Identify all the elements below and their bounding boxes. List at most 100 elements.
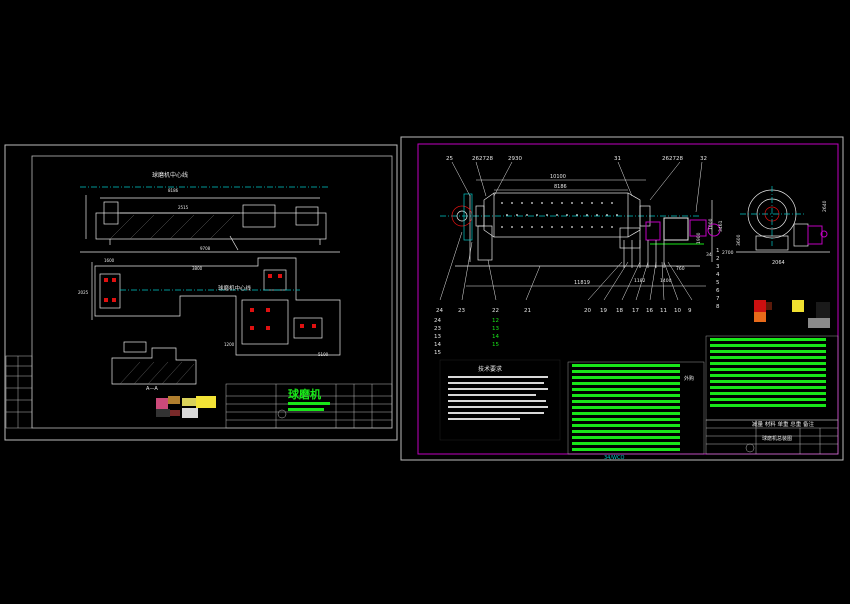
section-a-a-hatch xyxy=(119,361,195,385)
dim-1900: 1900 xyxy=(696,232,702,244)
callout-25: 25 xyxy=(446,156,453,162)
dim-9708: 9708 xyxy=(200,246,211,251)
callout-31: 31 xyxy=(614,156,621,162)
left-projection-symbol xyxy=(277,409,287,419)
outside-label: 外购 xyxy=(684,375,694,382)
dim-2700: 2700 xyxy=(722,250,734,256)
dim-3800: 3800 xyxy=(192,266,203,271)
drive-assembly xyxy=(645,217,721,245)
bottom-callouts: 20 19 18 17 16 11 10 9 xyxy=(584,308,692,314)
right-sheet: 25 262728 2930 31 262728 32 10100 8186 1… xyxy=(400,136,844,461)
left-title-green-strip xyxy=(288,402,330,405)
foundation-elevation-hatch xyxy=(109,214,235,240)
dim-8186-left: 8186 xyxy=(168,188,179,193)
callout-bottom: 9 xyxy=(688,308,692,314)
callout-lower-left: 24 xyxy=(434,318,441,324)
foundation-plan xyxy=(80,251,341,356)
section-label: A—A xyxy=(146,386,158,392)
dim-1400: 1400 xyxy=(660,278,672,284)
dim-1182: 1182 xyxy=(634,278,646,284)
callout-cyan: 15 xyxy=(492,342,499,348)
callout-left: 23 xyxy=(458,308,465,314)
dim-3461: 3461 xyxy=(718,220,724,232)
left-sheet: 球磨机中心线 8186 2515 9708 1600 2025 3800 120… xyxy=(4,144,398,441)
right-projection-symbol xyxy=(745,443,755,453)
dim-1600: 1600 xyxy=(104,258,115,263)
callout-right: 1 xyxy=(716,248,720,254)
dim-2640: 2640 xyxy=(822,200,828,212)
callout-right: 3 xyxy=(716,264,720,270)
callout-bottom: 16 xyxy=(646,308,653,314)
centerline-label-top: 球磨机中心线 xyxy=(152,171,188,179)
left-sheet-outer-frame xyxy=(4,144,398,441)
callout-left: 22 xyxy=(492,308,499,314)
feed-end xyxy=(451,193,473,241)
end-view-drive xyxy=(807,225,828,245)
callout-bottom: 10 xyxy=(674,308,681,314)
foundation-elevation xyxy=(80,186,330,251)
dim-10100: 10100 xyxy=(550,174,566,180)
parts-list-left: 外购 xyxy=(567,361,705,455)
dim-1200: 1200 xyxy=(224,342,235,347)
callout-cyan: 13 xyxy=(492,326,499,332)
mill-shell-bolts xyxy=(501,202,618,228)
left-pixel-blocks xyxy=(156,396,216,418)
callout-lower-left: 15 xyxy=(434,350,441,356)
callout-bottom: 20 xyxy=(584,308,591,314)
callout-right: 6 xyxy=(716,288,720,294)
callout-29-30: 2930 xyxy=(508,156,522,162)
right-callouts: 1 2 3 4 5 6 7 8 xyxy=(716,248,720,310)
dim-2064: 2064 xyxy=(772,260,785,266)
left-title-name: 球磨机 xyxy=(288,387,321,401)
mill-elevation xyxy=(440,192,713,267)
left-sheet-inner-frame xyxy=(31,155,393,429)
callout-bottom: 17 xyxy=(632,308,639,314)
dim-760: 760 xyxy=(676,266,685,272)
callout-cyan: 12 xyxy=(492,318,499,324)
left-title-green-strip-2 xyxy=(288,408,324,411)
left-revision-block xyxy=(5,355,33,429)
cyan-callouts: 12 13 14 15 xyxy=(492,318,499,348)
dim-2025: 2025 xyxy=(78,290,89,295)
bottom-label: 34/WCO xyxy=(604,455,624,461)
right-pixel-blocks xyxy=(754,300,830,328)
callout-26-27-28-left: 262728 xyxy=(472,156,493,162)
callout-32: 32 xyxy=(700,156,707,162)
section-a-a xyxy=(111,341,197,385)
callout-left: 24 xyxy=(436,308,443,314)
callout-right: 4 xyxy=(716,272,720,278)
foundation-plan-bolts xyxy=(104,274,316,330)
dim-5100: 5100 xyxy=(318,352,329,357)
callout-bottom: 11 xyxy=(660,308,667,314)
dim-8186-right: 8186 xyxy=(554,184,567,190)
centerline-label-plan: 球磨机中心线 xyxy=(218,284,252,292)
callout-cyan: 14 xyxy=(492,334,499,340)
right-title-heading: 减量 材料 单重 总重 备注 xyxy=(752,420,814,428)
callout-bottom: 19 xyxy=(600,308,607,314)
dim-2515-left: 2515 xyxy=(178,205,189,210)
right-sheet-outer-frame xyxy=(400,136,844,461)
tech-lines xyxy=(448,376,548,420)
callout-left: 21 xyxy=(524,308,531,314)
callout-leaders xyxy=(439,161,703,301)
callout-lower-left: 14 xyxy=(434,342,441,348)
dim-34: 34 xyxy=(706,252,712,258)
lower-left-callouts: 24 23 13 14 15 xyxy=(434,318,441,356)
callout-right: 8 xyxy=(716,304,720,310)
left-callouts: 24 23 22 21 xyxy=(436,308,531,314)
callout-26-27-28-right: 262728 xyxy=(662,156,683,162)
tech-box xyxy=(439,359,561,441)
callout-right: 2 xyxy=(716,256,720,262)
callout-right: 5 xyxy=(716,280,720,286)
parts-list-right xyxy=(705,335,839,421)
right-title-block xyxy=(705,419,839,455)
callout-right: 7 xyxy=(716,296,720,302)
dim-1000: 1000 xyxy=(708,218,714,230)
tech-heading: 技术要求 xyxy=(478,365,502,373)
callout-lower-left: 23 xyxy=(434,326,441,332)
callout-lower-left: 13 xyxy=(434,334,441,340)
right-title-name: 球磨机总装图 xyxy=(762,435,792,442)
callout-bottom: 18 xyxy=(616,308,623,314)
